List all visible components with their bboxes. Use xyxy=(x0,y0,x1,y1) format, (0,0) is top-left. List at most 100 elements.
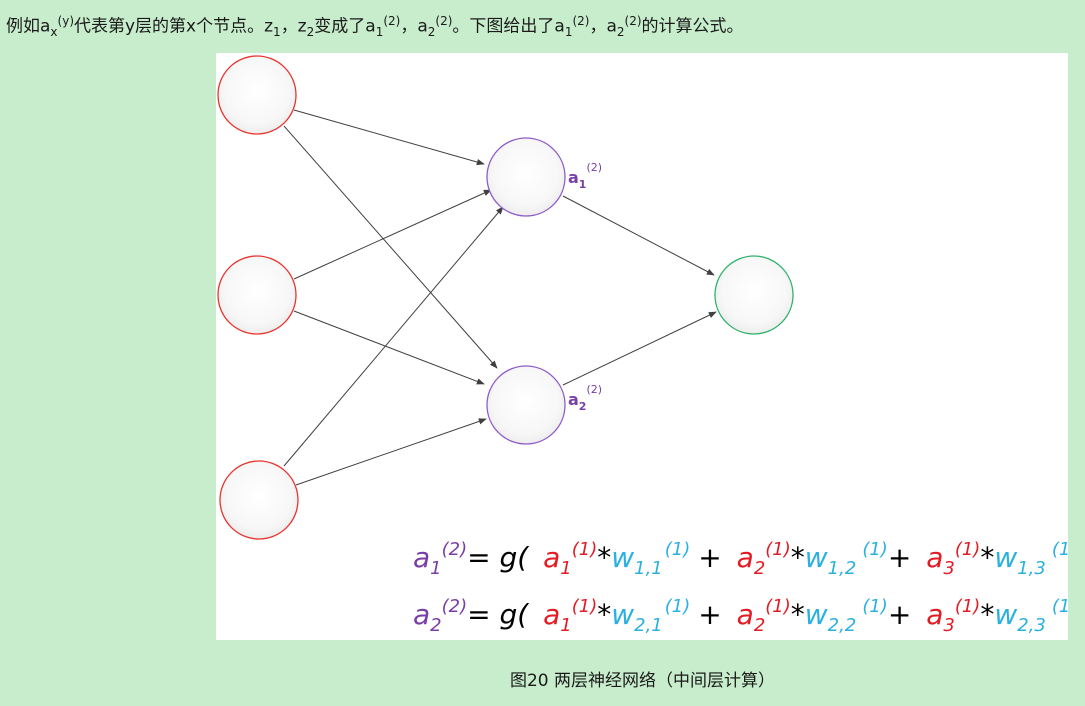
edge-x3-h2 xyxy=(295,418,487,486)
term-star: * xyxy=(597,541,611,574)
term-op: + xyxy=(888,598,911,631)
formula-lhs-base: a xyxy=(413,541,430,574)
term-a-base: a xyxy=(543,541,560,574)
label-superscript: (2) xyxy=(586,383,602,396)
term-star: * xyxy=(597,598,611,631)
term-w-sub: 1,3 xyxy=(1017,558,1046,579)
label-superscript: (2) xyxy=(586,161,602,174)
edge-x3-h1 xyxy=(283,206,504,467)
term-a-sub: 1 xyxy=(560,558,571,579)
term-op: + xyxy=(698,541,721,574)
term-w-sub: 1,1 xyxy=(634,558,663,579)
edge-x1-h1 xyxy=(293,109,485,166)
formula-lhs-base: a xyxy=(413,598,430,631)
term-w-base: w xyxy=(994,598,1017,631)
term-w-sub: 2,3 xyxy=(1017,615,1046,636)
hidden-node-1-label: a1 (2) xyxy=(568,161,602,191)
formula-lhs-sup: (2) xyxy=(442,596,468,617)
output-node xyxy=(714,255,794,335)
edge-x2-h2 xyxy=(293,310,485,385)
term-a-base: a xyxy=(926,598,943,631)
formula-lhs-sub: 2 xyxy=(430,615,441,636)
term-star: * xyxy=(980,541,994,574)
intro-superscript: (2) xyxy=(572,14,590,28)
intro-subscript: 1 xyxy=(273,25,281,40)
formula-lhs-sub: 1 xyxy=(430,558,441,579)
term-w-sup: (1) xyxy=(1052,539,1068,560)
intro-text: ，z xyxy=(280,16,307,37)
formula-2: a2(2)= g( a1(1)*w2,1(1)+ a2(1)*w2,2(1)+ … xyxy=(413,596,1068,636)
term-w-base: w xyxy=(805,598,828,631)
term-w-base: w xyxy=(611,598,634,631)
term-w-sup: (1) xyxy=(1052,596,1068,617)
term-a-sup: (1) xyxy=(955,539,981,560)
label-subscript: 1 xyxy=(579,178,587,191)
neural-network-figure: a1(2) a2(2) a1(2)= g( a1(1)*w1,1(1)+ a2(… xyxy=(216,53,1068,640)
label-subscript: 2 xyxy=(579,400,587,413)
term-a-sup: (1) xyxy=(572,596,598,617)
edge-x1-h2 xyxy=(283,125,498,369)
term-w-base: w xyxy=(611,541,634,574)
figure-caption: 图20 两层神经网络（中间层计算） xyxy=(509,671,776,691)
intro-subscript: 1 xyxy=(375,25,384,40)
intro-text: 。下图给出了a xyxy=(452,16,565,37)
edge-x2-h1 xyxy=(293,189,492,280)
intro-text: 例如a xyxy=(6,16,51,37)
formula-1: a1(2)= g( a1(1)*w1,1(1)+ a2(1)*w1,2(1)+ … xyxy=(413,539,1068,579)
intro-superscript: (2) xyxy=(624,14,642,28)
edge-h2-out xyxy=(562,311,717,386)
term-w-base: w xyxy=(805,541,828,574)
term-w-sup: (1) xyxy=(665,539,691,560)
term-op: + xyxy=(698,598,721,631)
term-a-sub: 3 xyxy=(943,558,954,579)
term-w-sub: 2,1 xyxy=(634,615,663,636)
intro-subscript: x xyxy=(50,25,58,40)
hidden-node-2-label: a2 (2) xyxy=(568,383,602,413)
intro-text: ，a xyxy=(589,16,617,37)
intro-text: 变成了a xyxy=(314,16,376,37)
term-a-sup: (1) xyxy=(572,539,598,560)
term-a-base: a xyxy=(926,541,943,574)
intro-subscript: 1 xyxy=(564,25,573,40)
hidden-node-2 xyxy=(486,365,566,445)
intro-superscript: (y) xyxy=(57,14,74,28)
intro-subscript: 2 xyxy=(306,25,315,40)
term-w-base: w xyxy=(994,541,1017,574)
term-a-base: a xyxy=(737,598,754,631)
network-diagram: a1(2) a2(2) a1(2)= g( a1(1)*w1,1(1)+ a2(… xyxy=(217,55,1068,636)
term-a-base: a xyxy=(737,541,754,574)
term-a-sub: 1 xyxy=(560,615,571,636)
hidden-node-1 xyxy=(486,137,566,217)
intro-paragraph: 例如ax(y)代表第y层的第x个节点。z1，z2变成了a1(2)，a2(2)。下… xyxy=(6,6,744,47)
term-a-sub: 2 xyxy=(754,558,765,579)
term-a-sup: (1) xyxy=(765,596,791,617)
label-base: a xyxy=(568,168,579,187)
input-node-2 xyxy=(217,255,297,335)
formula-lhs-sup: (2) xyxy=(442,539,468,560)
term-a-sup: (1) xyxy=(955,596,981,617)
input-node-3 xyxy=(219,460,299,540)
intro-superscript: (2) xyxy=(435,14,453,28)
term-a-sub: 3 xyxy=(943,615,954,636)
formula-eq: = g( xyxy=(467,541,529,574)
intro-text: 代表第y层的第x个节点。z xyxy=(74,16,274,37)
intro-text: 的计算公式。 xyxy=(641,16,744,37)
term-a-base: a xyxy=(543,598,560,631)
term-a-sub: 2 xyxy=(754,615,765,636)
label-base: a xyxy=(568,390,579,409)
term-w-sub: 1,2 xyxy=(828,558,857,579)
edge-h1-out xyxy=(562,195,715,276)
term-w-sup: (1) xyxy=(862,596,888,617)
term-w-sup: (1) xyxy=(665,596,691,617)
input-node-1 xyxy=(217,55,297,135)
intro-superscript: (2) xyxy=(383,14,401,28)
formula-eq: = g( xyxy=(467,598,529,631)
intro-subscript: 2 xyxy=(427,25,436,40)
intro-subscript: 2 xyxy=(616,25,625,40)
term-star: * xyxy=(791,541,805,574)
term-star: * xyxy=(791,598,805,631)
term-w-sup: (1) xyxy=(862,539,888,560)
term-op: + xyxy=(888,541,911,574)
term-w-sub: 2,2 xyxy=(828,615,857,636)
term-a-sup: (1) xyxy=(765,539,791,560)
